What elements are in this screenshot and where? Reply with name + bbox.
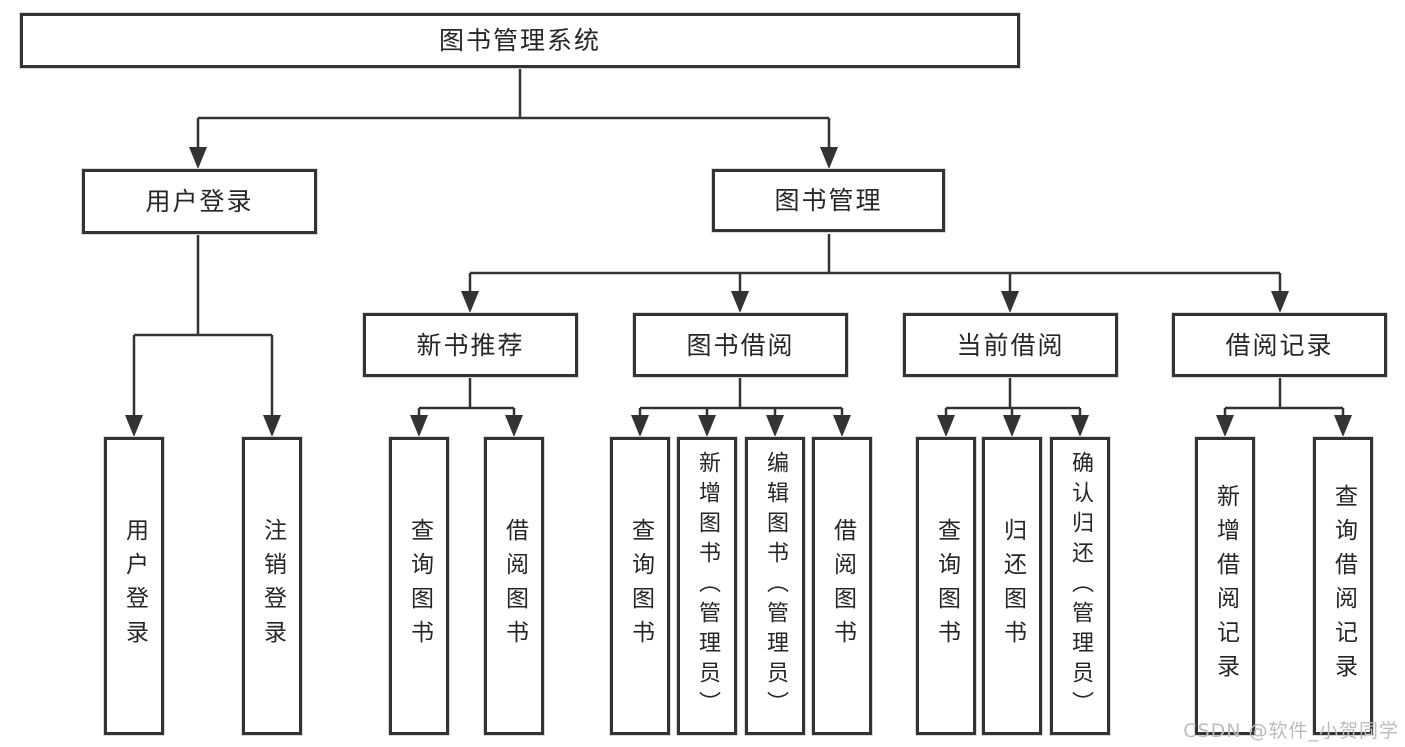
leaf-logout-label: 注销登录 [259,518,286,654]
tree-edges [132,68,1345,417]
leaf-add-book-admin: 新增图书（管理员） [677,437,737,735]
leaf-add-book-admin-label: 新增图书（管理员） [695,451,720,721]
leaf-borrow-books-borrow-label: 借阅图书 [829,518,856,654]
leaf-query-books-recommend: 查询图书 [389,437,449,735]
node-book-management: 图书管理 [712,169,945,232]
node-current-borrow: 当前借阅 [903,313,1118,377]
leaf-query-borrow-record: 查询借阅记录 [1313,437,1373,735]
leaf-edit-book-admin: 编辑图书（管理员） [745,437,805,735]
leaf-borrow-books-borrow: 借阅图书 [812,437,872,735]
leaf-logout: 注销登录 [242,437,302,735]
leaf-add-borrow-record-label: 新增借阅记录 [1212,484,1239,688]
leaf-query-books-borrow-label: 查询图书 [627,518,654,654]
node-new-book-recommend-label: 新书推荐 [416,330,525,360]
leaf-query-books-current: 查询图书 [916,437,976,735]
leaf-confirm-return-admin: 确认归还（管理员） [1050,437,1110,735]
node-borrow-records-label: 借阅记录 [1225,330,1334,360]
leaf-return-books: 归还图书 [982,437,1042,735]
leaf-add-borrow-record: 新增借阅记录 [1195,437,1255,735]
node-user-login: 用户登录 [82,169,317,234]
node-book-management-label: 图书管理 [774,186,883,215]
leaf-borrow-books-recommend: 借阅图书 [484,437,544,735]
node-root-label: 图书管理系统 [438,26,601,55]
node-root: 图书管理系统 [20,13,1020,68]
leaf-query-books-borrow: 查询图书 [610,437,670,735]
leaf-borrow-books-recommend-label: 借阅图书 [501,518,528,654]
arrowheads [125,147,1352,437]
leaf-user-login-label: 用户登录 [121,518,148,654]
leaf-user-login: 用户登录 [104,437,164,735]
node-borrow-records: 借阅记录 [1172,313,1387,377]
node-current-borrow-label: 当前借阅 [956,330,1065,360]
leaf-edit-book-admin-label: 编辑图书（管理员） [763,451,788,721]
node-new-book-recommend: 新书推荐 [363,313,578,377]
leaf-confirm-return-admin-label: 确认归还（管理员） [1068,451,1093,721]
node-book-borrow-label: 图书借阅 [686,330,795,360]
leaf-query-borrow-record-label: 查询借阅记录 [1330,484,1357,688]
leaf-query-books-recommend-label: 查询图书 [406,518,433,654]
node-book-borrow: 图书借阅 [633,313,848,377]
leaf-return-books-label: 归还图书 [999,518,1026,654]
watermark: CSDN @软件_小贺同学 [1183,720,1399,742]
node-user-login-label: 用户登录 [145,187,254,216]
leaf-query-books-current-label: 查询图书 [933,518,960,654]
